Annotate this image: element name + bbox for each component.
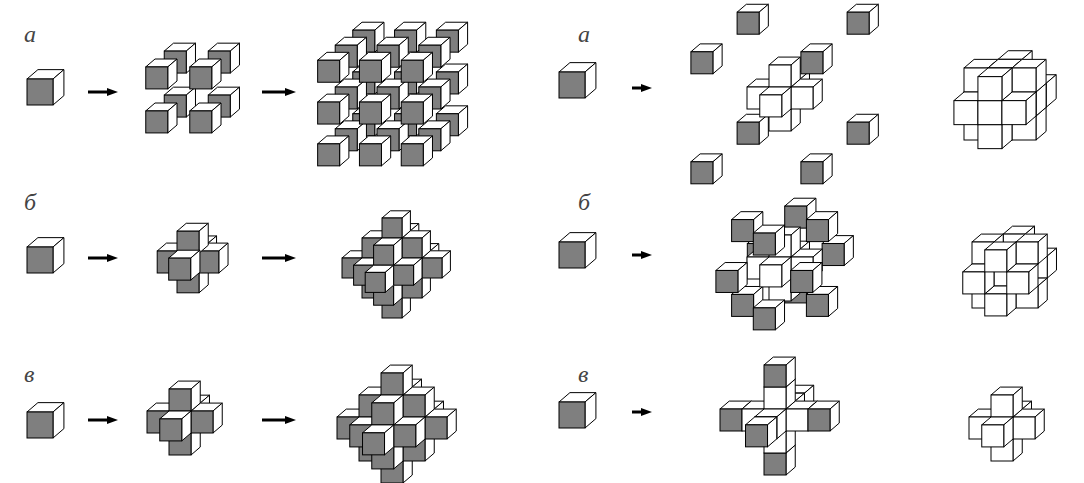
cube [382,211,410,238]
cube-cluster [27,238,64,273]
cube-cluster [337,365,456,483]
cube [753,225,784,255]
panel-letter: в [24,362,34,386]
cube [769,57,800,87]
cube [985,242,1016,272]
cube [737,4,768,34]
cube [27,403,64,438]
cube [691,154,722,184]
cube [146,59,177,89]
panel-letter: а [24,22,36,46]
cube [177,223,208,253]
cube [190,59,221,89]
cube-cluster [954,51,1056,149]
cube [401,94,432,124]
cube-cluster [969,387,1044,461]
cube [847,4,878,34]
arrow [262,416,296,424]
cube [808,401,839,431]
arrow [632,251,652,259]
cube [363,425,394,455]
cube [806,212,837,242]
cube [559,393,596,428]
cube-cluster [559,233,596,268]
panel-letter: б [578,190,590,214]
cube [559,233,596,268]
cube-cluster [342,211,450,318]
panel-letter: в [578,362,588,386]
arrow [632,84,652,92]
cube [359,136,390,166]
cube [359,94,390,124]
arrow [262,88,296,96]
arrow [632,408,652,416]
cube-cluster [146,43,240,133]
cube [1016,234,1047,264]
cube [169,250,200,280]
cube [146,103,177,133]
cube [318,136,349,166]
cube-cluster [147,381,222,455]
cube [716,263,747,293]
cube [169,381,200,411]
cube-cluster [27,70,64,105]
cube [746,417,777,447]
arrow [88,88,118,96]
cube [978,68,1012,101]
cube-cluster [691,4,878,184]
cube [27,238,64,273]
cube [318,52,349,82]
cube [691,44,722,74]
cube-cluster [318,22,468,166]
cube [401,136,432,166]
arrow [88,416,118,424]
cube [190,103,221,133]
cube [760,257,791,287]
cube [1012,59,1046,92]
cube [991,387,1022,417]
cube [559,63,596,98]
arrow [88,254,118,262]
cube-cluster [720,357,839,475]
cube [401,52,432,82]
cube [982,417,1013,447]
cube [847,114,878,144]
cube-cluster [559,63,596,98]
cube [791,263,822,293]
panel-letter: а [578,22,590,46]
cube [801,44,832,74]
cube [801,154,832,184]
cube [359,52,390,82]
cube-cluster [157,223,228,293]
cube [760,87,791,117]
cube-cluster [559,393,596,428]
cube [737,114,768,144]
cube [764,357,795,387]
cube [160,411,191,441]
cube [381,365,412,395]
cube-cluster [963,226,1057,316]
cube-cluster [27,403,64,438]
cube [27,70,64,105]
cube [318,94,349,124]
panel-letter: б [24,190,36,214]
cube-cluster [716,198,853,330]
cube [374,238,402,265]
arrow [262,254,296,262]
cube [753,300,784,330]
cube [372,395,403,425]
cube [365,265,393,292]
